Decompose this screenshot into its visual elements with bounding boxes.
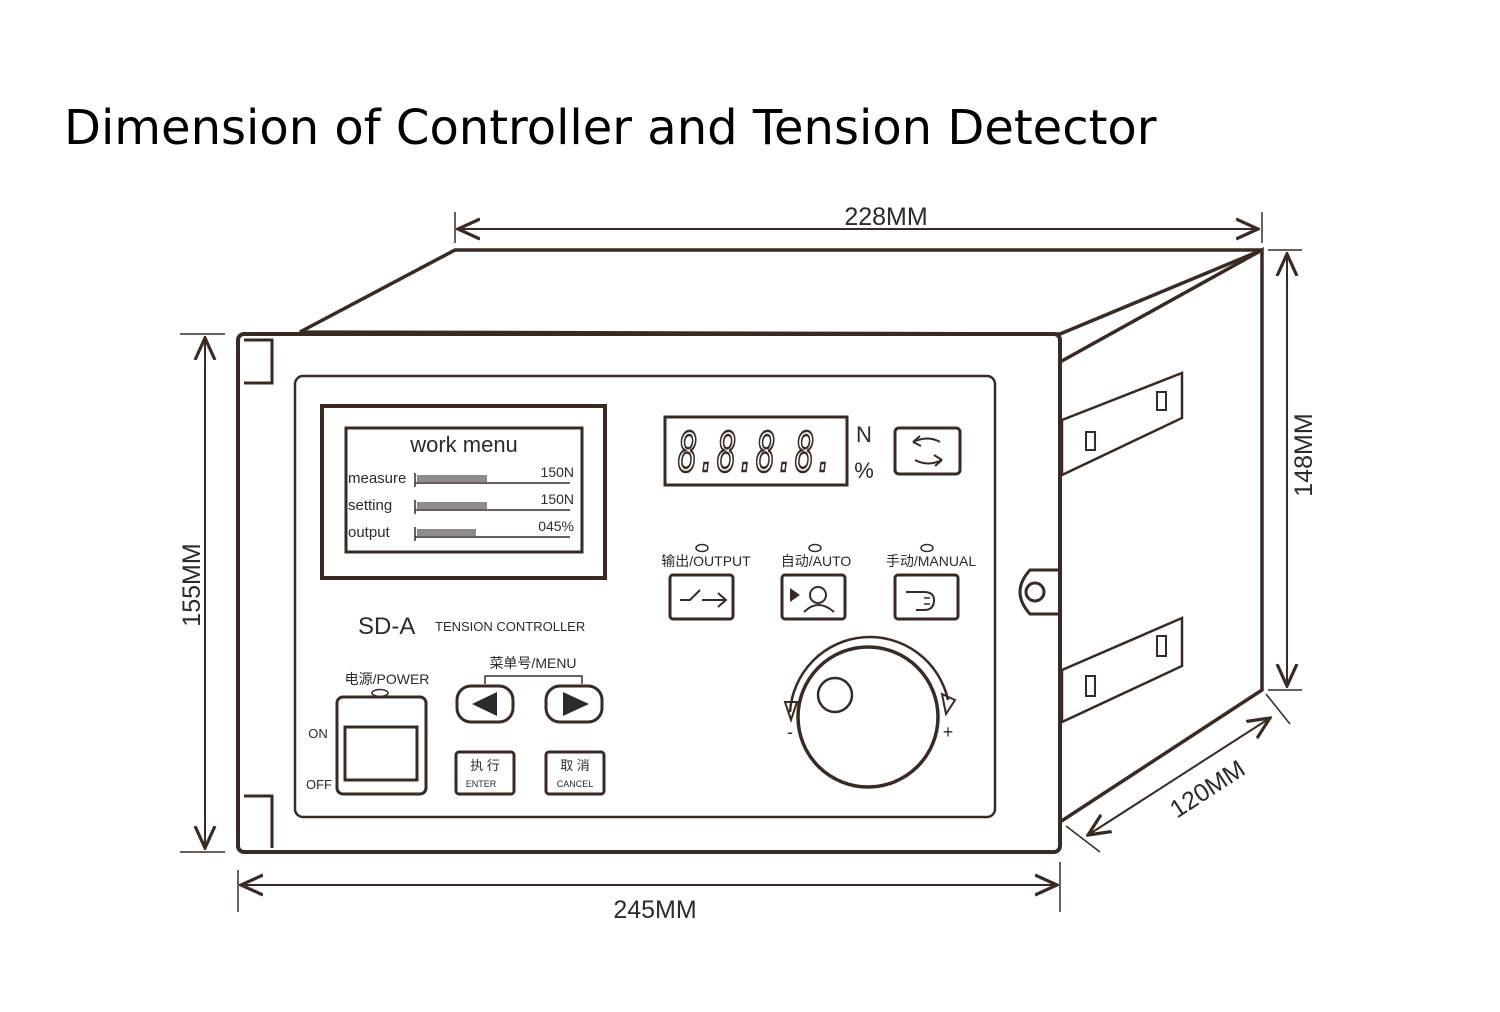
model-name: SD-A: [358, 613, 415, 640]
manual-indicator-led: [920, 543, 934, 553]
display-switch-button[interactable]: [893, 426, 962, 476]
dim-label-top-width: 228MM: [844, 203, 927, 231]
lcd-rows: measure 150N setting 150N output 045%: [348, 464, 574, 541]
left-arrow-icon: [472, 692, 497, 716]
cancel-cn-label: 取 消: [560, 758, 590, 773]
model-caption: TENSION CONTROLLER: [435, 619, 585, 634]
adjustment-knob[interactable]: - +: [783, 635, 957, 789]
power-on-label: ON: [308, 726, 328, 741]
enter-button[interactable]: 执 行 ENTER: [454, 750, 516, 796]
output-label: 输出/OUTPUT: [661, 553, 751, 569]
enter-label: ENTER: [466, 779, 497, 789]
controller-housing: [236, 247, 1264, 854]
corner-bracket-top: [244, 338, 274, 385]
auto-icon: [809, 586, 827, 604]
manual-mode-button[interactable]: 手动/MANUAL: [886, 543, 976, 621]
auto-indicator-led: [808, 543, 822, 553]
unit-percent: %: [854, 458, 874, 483]
lcd-row-value: 045%: [538, 518, 574, 534]
diagram-title: Dimension of Controller and Tension Dete…: [64, 100, 1157, 156]
led-digits: 8.8.8.8.: [678, 421, 834, 484]
power-rocker: [343, 725, 419, 782]
auto-mode-button[interactable]: 自动/AUTO: [780, 543, 852, 621]
switch-output-icon: [680, 589, 725, 601]
knob-plus-label: +: [943, 722, 954, 742]
dim-label-depth: 120MM: [1165, 755, 1250, 824]
arc-arrow-left: [783, 701, 799, 724]
mounting-rail-top: [1060, 371, 1184, 477]
power-switch[interactable]: 电源/POWER ON OFF: [306, 671, 430, 796]
pointing-hand-icon: [906, 591, 936, 611]
output-indicator-led: [695, 543, 709, 553]
lcd-level-bar: [417, 502, 487, 509]
cancel-button[interactable]: 取 消 CANCEL: [544, 750, 606, 796]
auto-label: 自动/AUTO: [781, 553, 852, 569]
latch-screw: [1024, 581, 1046, 603]
output-mode-button[interactable]: 输出/OUTPUT: [661, 543, 751, 621]
menu-controls: 菜单号/MENU: [455, 655, 604, 724]
knob-grip: [816, 676, 854, 714]
power-off-label: OFF: [306, 777, 332, 792]
arc-arrow-right: [940, 692, 957, 717]
knob-rotation-arc: [788, 635, 950, 713]
lcd-row-value: 150N: [541, 491, 574, 507]
lcd-row-value: 150N: [541, 464, 574, 480]
menu-prev-button[interactable]: [455, 684, 515, 724]
front-panel: [293, 374, 997, 819]
mounting-rail-bottom: [1060, 616, 1184, 724]
dim-label-front-height: 155MM: [178, 543, 206, 626]
lcd-level-bar: [417, 475, 487, 482]
dim-line-depth: [1088, 718, 1270, 835]
power-label: 电源/POWER: [345, 671, 430, 687]
housing-side-face: [1058, 247, 1264, 826]
dim-label-side-height: 148MM: [1290, 413, 1318, 496]
unit-newton: N: [856, 422, 872, 447]
lcd-level-bar: [417, 529, 476, 536]
housing-front-face: [236, 332, 1062, 854]
power-indicator-led: [371, 688, 389, 698]
housing-top-face: [299, 248, 1263, 336]
lcd-row-label: setting: [348, 497, 392, 514]
corner-bracket-bottom: [244, 794, 274, 848]
lcd-row-label: measure: [348, 470, 406, 487]
menu-next-button[interactable]: [544, 684, 604, 724]
knob-minus-label: -: [787, 722, 793, 742]
lcd-title: work menu: [409, 432, 518, 457]
right-arrow-icon: [563, 692, 589, 716]
manual-label: 手动/MANUAL: [886, 553, 976, 569]
dim-label-front-width: 245MM: [613, 896, 696, 924]
lcd-row-label: output: [348, 524, 391, 541]
led-display: 8.8.8.8. N %: [663, 415, 874, 487]
lcd-display: work menu measure 150N setting 150N output 04…: [320, 404, 607, 580]
latch-tab: [1018, 568, 1060, 616]
menu-label: 菜单号/MENU: [489, 655, 576, 671]
enter-cn-label: 执 行: [470, 758, 500, 773]
cancel-label: CANCEL: [557, 779, 594, 789]
